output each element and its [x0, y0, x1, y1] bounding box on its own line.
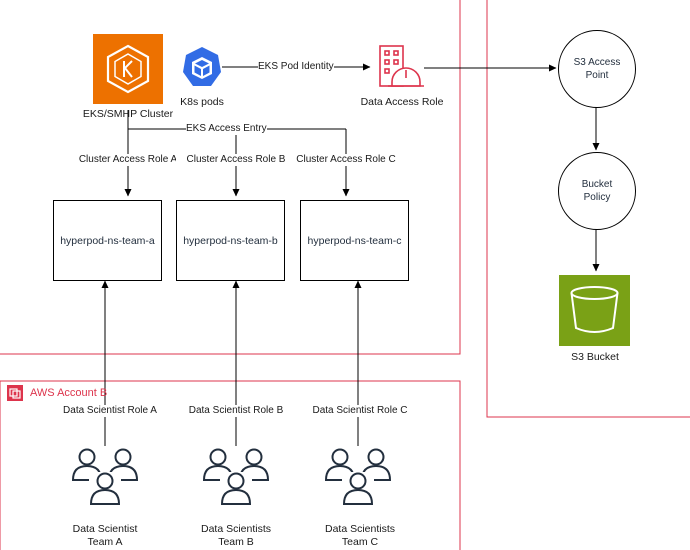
account-b-icon — [7, 385, 23, 401]
scientist-role-c-label: Data Scientist Role C — [300, 405, 420, 417]
team-a-label: Data Scientist Team A — [55, 523, 155, 549]
team-c-label: Data Scientists Team C — [310, 523, 410, 549]
k8s-pods-label: K8s pods — [180, 96, 224, 108]
bucket-policy-line2: Policy — [583, 192, 611, 203]
account-a-boundary — [0, 0, 461, 355]
people-icon-team-b — [202, 448, 270, 516]
bucket-policy-line1: Bucket — [581, 179, 613, 190]
team-b-line2: Team B — [218, 536, 254, 548]
people-icon-team-c — [324, 448, 392, 516]
s3-access-point-node: S3 Access Point — [558, 30, 636, 108]
team-b-label: Data Scientists Team B — [186, 523, 286, 549]
people-icon-team-a — [71, 448, 139, 516]
team-b-line1: Data Scientists — [200, 523, 272, 535]
storage-account-boundary — [486, 0, 690, 418]
scientist-role-a-label: Data Scientist Role A — [50, 405, 170, 417]
k8s-pods-icon — [183, 47, 221, 86]
connectors — [101, 63, 600, 446]
team-c-line2: Team C — [341, 536, 379, 548]
cluster-label: EKS/SMHP Cluster — [82, 108, 174, 120]
s3-access-point-line1: S3 Access — [573, 57, 621, 68]
cluster-role-c-label: Cluster Access Role C — [286, 154, 406, 166]
people-icons — [71, 448, 392, 516]
cluster-role-a-label: Cluster Access Role A — [68, 154, 188, 166]
team-c-line1: Data Scientists — [324, 523, 396, 535]
bucket-policy-node: Bucket Policy — [558, 152, 636, 230]
data-access-role-icon — [379, 45, 424, 87]
s3-access-point-line2: Point — [585, 70, 609, 81]
namespace-team-c: hyperpod-ns-team-c — [300, 200, 409, 281]
namespace-team-a: hyperpod-ns-team-a — [53, 200, 162, 281]
namespace-team-b: hyperpod-ns-team-b — [176, 200, 285, 281]
s3-bucket-label: S3 Bucket — [571, 351, 619, 363]
pod-identity-label: EKS Pod Identity — [258, 61, 334, 73]
data-access-role-label: Data Access Role — [360, 96, 444, 108]
scientist-role-b-label: Data Scientist Role B — [176, 405, 296, 417]
team-a-line2: Team A — [87, 536, 123, 548]
team-a-line1: Data Scientist — [72, 523, 138, 535]
s3-bucket-icon — [559, 275, 630, 346]
account-b-boundary — [0, 380, 461, 550]
eks-icon — [93, 34, 163, 104]
access-entry-label: EKS Access Entry — [186, 123, 267, 135]
account-b-title: AWS Account B — [30, 387, 108, 399]
cluster-role-b-label: Cluster Access Role B — [176, 154, 296, 166]
